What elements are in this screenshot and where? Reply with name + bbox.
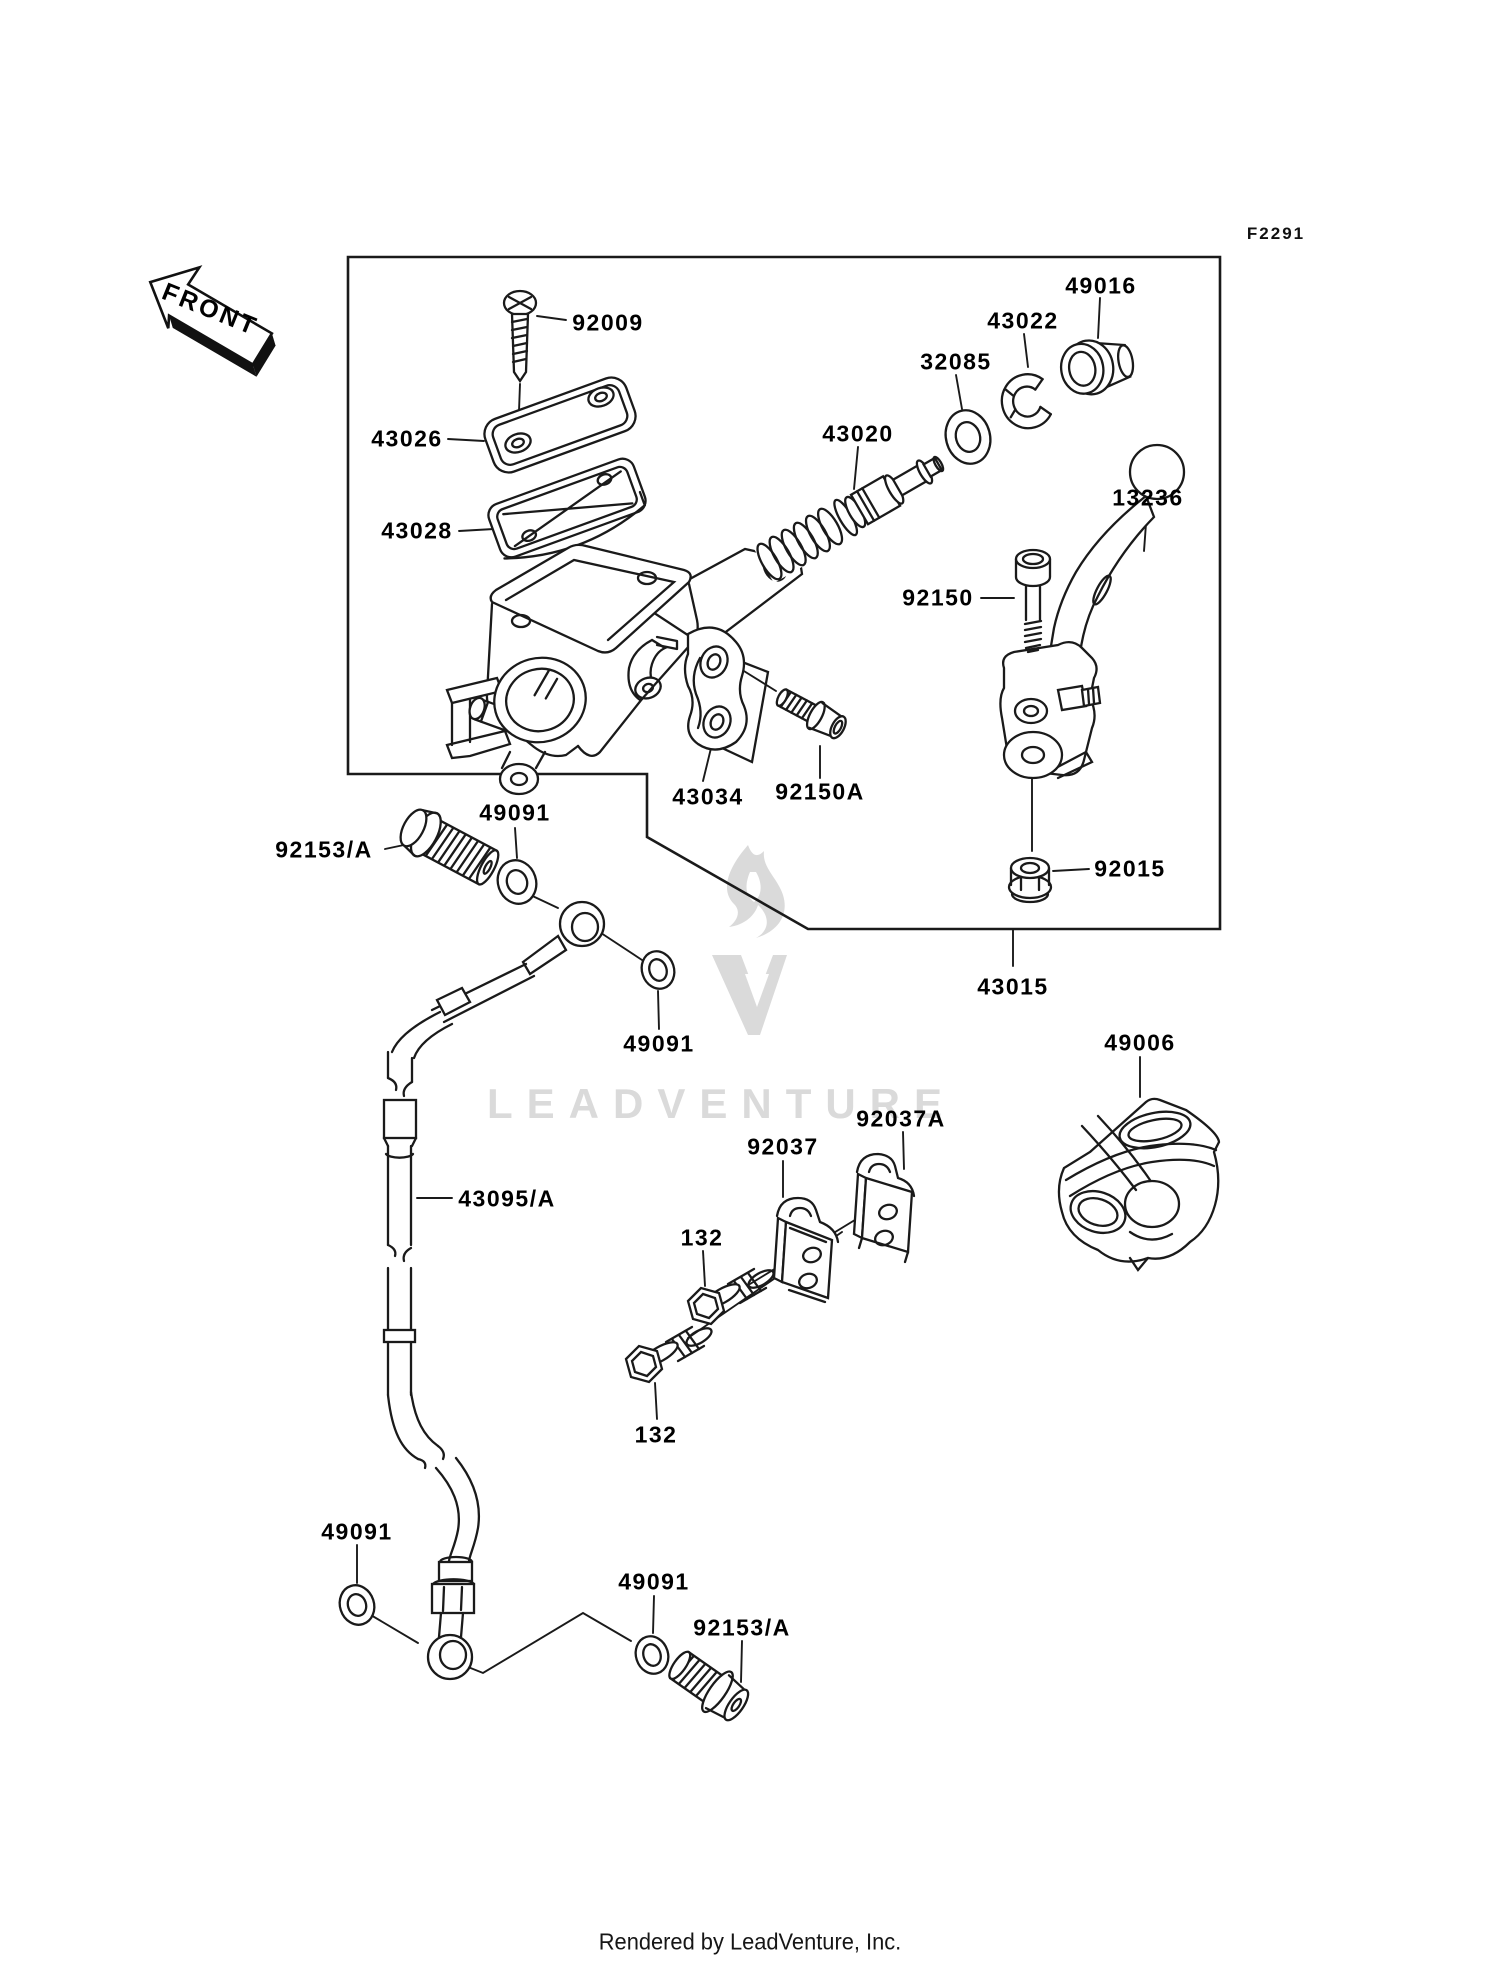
part-label-43034: 43034 (672, 783, 744, 810)
brake-lever-drawing (999, 443, 1186, 780)
handlebar-clamp-drawing (683, 626, 770, 764)
part-label-92015: 92015 (1094, 855, 1166, 882)
hose-clamp-92037-drawing (772, 1196, 840, 1304)
part-label-132-lower: 132 (634, 1421, 678, 1448)
reservoir-cap-screw-drawing (502, 289, 538, 384)
part-label-43022: 43022 (987, 307, 1059, 334)
part-label-49091-mid: 49091 (623, 1030, 695, 1057)
clamp-bolt-drawing (775, 688, 847, 740)
part-label-49016: 49016 (1065, 272, 1137, 299)
part-label-43026: 43026 (371, 425, 443, 452)
banjo-bolt-top-drawing (399, 808, 500, 886)
part-label-92150: 92150 (902, 584, 974, 611)
dust-boot-drawing (1059, 339, 1135, 396)
part-label-43095a: 43095/A (458, 1185, 556, 1212)
part-label-49091-bottom-left: 49091 (321, 1518, 393, 1545)
part-label-49091-top: 49091 (479, 799, 551, 826)
clamp-bolt-132-lower-drawing (624, 1325, 713, 1384)
front-direction-arrow-icon (148, 265, 276, 377)
part-label-32085: 32085 (920, 348, 992, 375)
part-label-43020: 43020 (822, 420, 894, 447)
part-label-92037: 92037 (747, 1133, 819, 1160)
part-label-92037a: 92037A (856, 1105, 946, 1132)
part-label-92153a-bottom: 92153/A (693, 1614, 791, 1641)
part-label-13236: 13236 (1112, 484, 1184, 511)
washer-32085-drawing (944, 409, 992, 465)
part-label-92153a-top: 92153/A (275, 836, 373, 863)
part-label-43015: 43015 (977, 973, 1049, 1000)
assembly-outline-box (346, 255, 1222, 931)
part-label-49091-bottom-mid: 49091 (618, 1568, 690, 1595)
banjo-bolt-bottom-drawing (668, 1650, 750, 1722)
pivot-nut-drawing (1007, 856, 1053, 904)
washer-49091-bottom-mid-drawing (634, 1635, 670, 1675)
washer-49091-top-drawing (496, 859, 538, 905)
washer-49091-bottom-left-drawing (338, 1584, 376, 1626)
piston-spring-drawing (752, 455, 945, 584)
hose-clamp-92037a-drawing (852, 1152, 916, 1264)
part-label-132-upper: 132 (680, 1224, 724, 1251)
circlip-drawing (1000, 373, 1052, 430)
washer-49091-mid-drawing (640, 950, 676, 990)
diagram-code: F2291 (1246, 224, 1306, 243)
brake-hose-drawing (382, 900, 606, 1681)
part-label-92009: 92009 (572, 309, 644, 336)
master-cylinder-drawing (445, 543, 804, 796)
watermark-text: LEADVENTURE (487, 1080, 957, 1127)
footer-credit: Rendered by LeadVenture, Inc. (598, 1928, 902, 1955)
reservoir-cap-drawing (483, 376, 637, 474)
lever-pivot-bolt-drawing (1014, 548, 1052, 654)
reservoir-diaphragm-drawing (487, 457, 647, 560)
part-label-92150a: 92150A (775, 778, 865, 805)
leadventure-logo-watermark (712, 845, 787, 1035)
part-label-49006: 49006 (1104, 1029, 1176, 1056)
part-label-43028: 43028 (381, 517, 453, 544)
clamp-bolt-132-upper-drawing (686, 1267, 775, 1326)
lever-cover-drawing (1057, 1097, 1221, 1272)
